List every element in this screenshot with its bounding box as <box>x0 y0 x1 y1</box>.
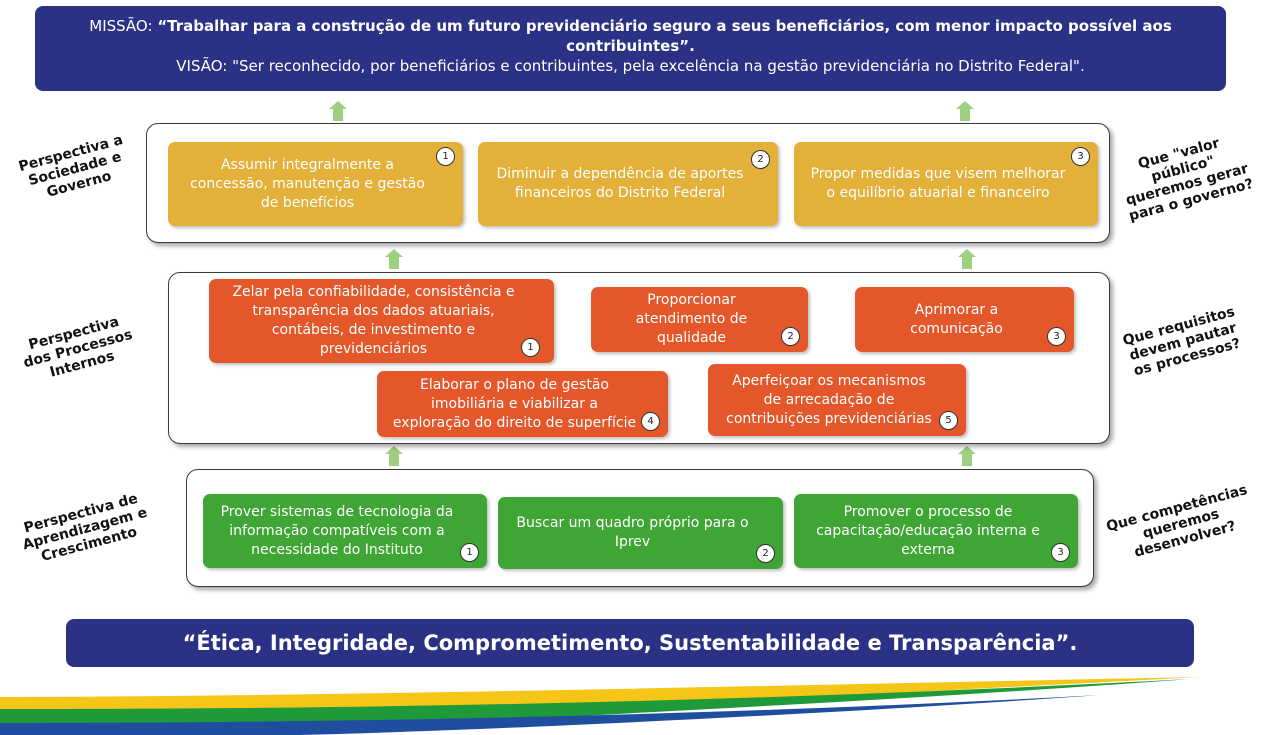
number-badge: 3 <box>1051 543 1070 562</box>
number-badge: 4 <box>641 412 660 431</box>
objective-sociedade-2: Diminuir a dependência de aportes financ… <box>478 142 778 226</box>
mission-vision-banner: MISSÃO: “Trabalhar para a construção de … <box>35 6 1226 91</box>
number-badge: 1 <box>521 338 540 357</box>
objective-text: Buscar um quadro próprio para o Iprev <box>516 515 749 550</box>
number-badge: 2 <box>751 150 770 169</box>
objective-text: Propor medidas que visem melhorar o equi… <box>810 166 1066 201</box>
perspective-label-sociedade: Perspectiva a Sociedade e Governo <box>17 131 125 201</box>
objective-processos-4: Elaborar o plano de gestão imobiliária e… <box>377 371 668 437</box>
up-arrow-icon <box>956 101 974 121</box>
objective-text: Aperfeiçoar os mecanismos de arrecadação… <box>726 372 932 427</box>
number-badge: 2 <box>756 544 775 563</box>
objective-processos-1: Zelar pela confiabilidade, consistência … <box>209 279 554 363</box>
question-processos: Que requisitos devem pautar os processos… <box>1121 303 1243 380</box>
perspective-label-processos: Perspectiva dos Processos Internos <box>21 313 135 381</box>
objective-text: Proporcionar atendimento de qualidade <box>635 292 748 346</box>
objective-aprendizagem-1: Prover sistemas de tecnologia da informa… <box>203 494 487 568</box>
number-badge: 2 <box>781 327 800 346</box>
question-sociedade: Que "valor público" queremos gerar para … <box>1124 135 1256 225</box>
objective-processos-5: Aperfeiçoar os mecanismos de arrecadação… <box>708 364 966 436</box>
number-badge: 1 <box>460 543 479 562</box>
number-badge: 1 <box>436 147 455 166</box>
values-banner: “Ética, Integridade, Comprometimento, Su… <box>66 619 1194 667</box>
up-arrow-icon <box>385 249 403 269</box>
objective-text: Promover o processo de capacitação/educa… <box>816 503 1040 558</box>
objective-text: Zelar pela confiabilidade, consistência … <box>232 284 515 357</box>
vision-line: VISÃO: "Ser reconhecido, por beneficiári… <box>35 56 1226 76</box>
number-badge: 3 <box>1071 147 1090 166</box>
vision-text: "Ser reconhecido, por beneficiários e co… <box>232 57 1085 75</box>
objective-aprendizagem-3: Promover o processo de capacitação/educa… <box>794 494 1078 568</box>
perspective-label-aprendizagem: Perspectiva de Aprendizagem e Cresciment… <box>21 490 149 565</box>
objective-text: Elaborar o plano de gestão imobiliária e… <box>392 376 637 431</box>
objective-text: Diminuir a dependência de aportes financ… <box>496 166 744 201</box>
objective-processos-3: Aprimorar a comunicação 3 <box>855 287 1074 352</box>
brand-swoosh-icon <box>0 677 1200 735</box>
vision-label: VISÃO: <box>176 57 233 75</box>
mission-label: MISSÃO: <box>89 17 158 35</box>
objective-aprendizagem-2: Buscar um quadro próprio para o Iprev 2 <box>498 497 783 569</box>
objective-sociedade-1: Assumir integralmente a concessão, manut… <box>168 142 463 226</box>
up-arrow-icon <box>385 446 403 466</box>
objective-sociedade-3: Propor medidas que visem melhorar o equi… <box>794 142 1098 226</box>
objective-processos-2: Proporcionar atendimento de qualidade 2 <box>591 287 808 352</box>
up-arrow-icon <box>958 249 976 269</box>
objective-text: Prover sistemas de tecnologia da informa… <box>220 503 454 558</box>
number-badge: 3 <box>1047 327 1066 346</box>
objective-text: Assumir integralmente a concessão, manut… <box>190 156 425 211</box>
mission-text: “Trabalhar para a construção de um futur… <box>157 17 1172 55</box>
up-arrow-icon <box>958 446 976 466</box>
mission-line: MISSÃO: “Trabalhar para a construção de … <box>35 16 1226 56</box>
up-arrow-icon <box>329 101 347 121</box>
question-aprendizagem: Que competências queremos desenvolver? <box>1104 482 1250 561</box>
number-badge: 5 <box>939 411 958 430</box>
objective-text: Aprimorar a comunicação <box>910 301 1003 337</box>
